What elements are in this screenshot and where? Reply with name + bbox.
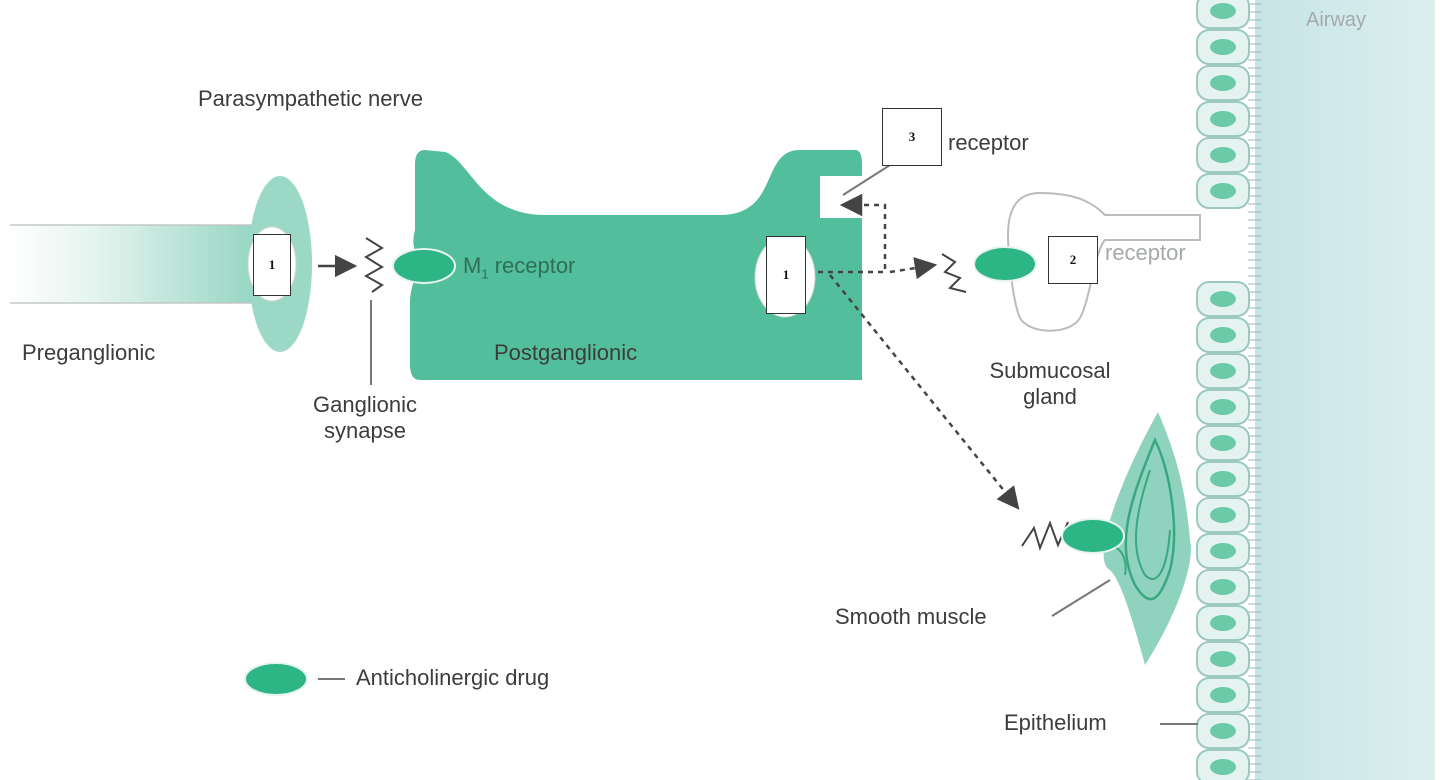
gland-arrow — [889, 256, 938, 280]
gland-zigzag — [941, 253, 967, 293]
epithelial-cell-nucleus — [1210, 111, 1236, 127]
gland-receptor-label: receptor — [1105, 240, 1186, 265]
postganglionic-neuron — [410, 150, 862, 380]
drug-oval-gland — [973, 246, 1037, 282]
smooth-muscle — [1103, 412, 1191, 665]
smooth-muscle-label: Smooth muscle — [835, 604, 987, 629]
epithelial-cell-nucleus — [1210, 291, 1236, 307]
parasympathetic-nerve-label: Parasympathetic nerve — [198, 86, 423, 111]
epithelium-label: Epithelium — [1004, 710, 1107, 735]
epithelial-cell-nucleus — [1210, 183, 1236, 199]
airway-lumen — [1255, 0, 1435, 780]
submucosal-gland-label: Submucosal gland — [989, 358, 1110, 411]
preganglionic-label: Preganglionic — [22, 340, 156, 365]
ganglionic-synapse-line1: Ganglionic — [313, 392, 417, 417]
m1-receptor-suffix: receptor — [488, 253, 576, 278]
box-postganglionic-terminal: 1 — [766, 236, 806, 314]
ganglionic-synapse-line2: synapse — [324, 418, 406, 444]
drug-oval-m1 — [392, 248, 456, 284]
epithelial-cell-nucleus — [1210, 651, 1236, 667]
epithelial-cell-nucleus — [1210, 363, 1236, 379]
epithelial-cell-nucleus — [1210, 687, 1236, 703]
m1-receptor-label: M1 receptor — [463, 253, 575, 282]
epithelium-cells — [1196, 0, 1250, 780]
epithelial-cell-nucleus — [1210, 579, 1236, 595]
drug-oval-legend — [244, 662, 308, 696]
submucosal-gland — [1006, 191, 1201, 332]
airway-label: Airway — [1306, 9, 1367, 31]
epithelial-cell-nucleus — [1210, 39, 1236, 55]
epithelial-cell-nucleus — [1210, 399, 1236, 415]
autoreceptor-notch — [820, 176, 864, 218]
epithelial-cell-nucleus — [1210, 543, 1236, 559]
autoreceptor-feedback-arrow — [818, 193, 887, 274]
ganglionic-synapse-label: Ganglionic synapse — [313, 392, 417, 445]
submucosal-line1: Submucosal — [989, 358, 1111, 383]
epithelial-cell-nucleus — [1210, 3, 1236, 19]
airway-cilia — [1245, 0, 1267, 780]
box-gland-receptor: 2 — [1048, 236, 1098, 284]
m1-receptor-prefix: M — [463, 253, 482, 278]
legend-label: Anticholinergic drug — [356, 665, 550, 690]
epithelial-cell-nucleus — [1210, 723, 1236, 739]
muscle-leader — [1051, 579, 1111, 617]
epithelial-cell-nucleus — [1210, 327, 1236, 343]
epithelial-cell-nucleus — [1210, 471, 1236, 487]
autoreceptor-label: receptor — [948, 130, 1029, 155]
epithelial-cell-nucleus — [1210, 147, 1236, 163]
box-autoreceptor: 3 — [882, 108, 942, 166]
epithelial-cell-nucleus — [1210, 507, 1236, 523]
m1-receptor-subscript: 1 — [481, 266, 489, 282]
postganglionic-label: Postganglionic — [494, 340, 638, 365]
submucosal-line2: gland — [1023, 384, 1077, 410]
drug-oval-muscle — [1061, 518, 1125, 554]
epithelial-cell-nucleus — [1210, 435, 1236, 451]
epithelial-cell-nucleus — [1210, 615, 1236, 631]
ganglionic-zigzag — [363, 237, 384, 293]
smooth-muscle-zigzag — [1021, 520, 1069, 552]
box-preganglionic-terminal: 1 — [253, 234, 291, 296]
epithelial-cell-nucleus — [1210, 759, 1236, 775]
epithelial-cell-nucleus — [1210, 75, 1236, 91]
